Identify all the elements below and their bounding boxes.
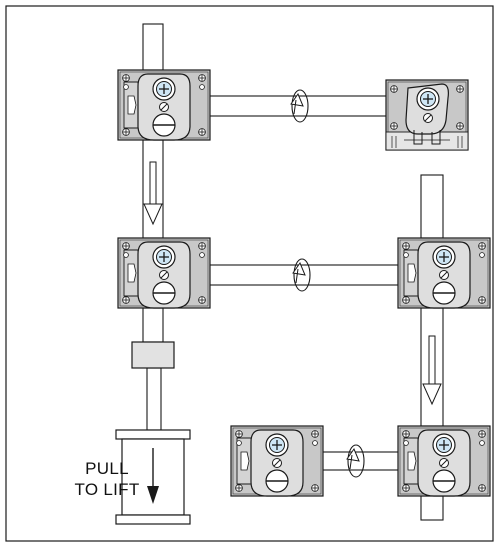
coupling-collar [131,341,175,369]
label-line-2: TO LIFT [74,480,140,499]
diagram-frame [5,5,494,542]
horizontal-shafts [205,95,400,471]
clamp-block-bottom-left [230,425,324,497]
bracket-top-right [385,79,469,151]
clamp-block-middle-left [117,237,211,309]
clamp-block-top-left [117,69,211,141]
label-line-1: PULL [85,459,129,478]
down-arrow-icon [422,335,442,406]
pull-to-lift-label: PULL TO LIFT [58,458,156,500]
clamp-block-bottom-right [397,425,491,497]
clamp-block-middle-right [397,237,491,309]
down-arrow-icon [143,161,163,226]
pull-down-arrow-icon [147,448,159,504]
